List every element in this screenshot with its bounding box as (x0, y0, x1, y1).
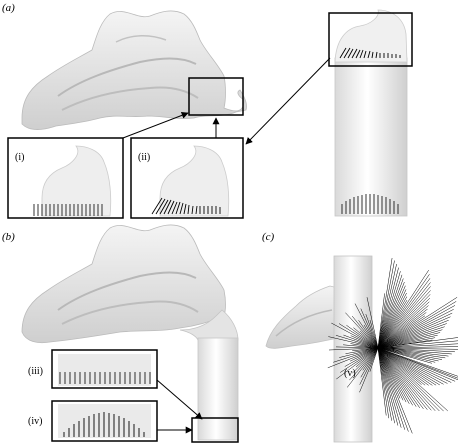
region-box-tube-a (328, 12, 413, 67)
inset-i: (i) (7, 137, 124, 219)
panel-label-a: (a) (2, 2, 15, 14)
arrow-inset-iii-to-tube (156, 379, 203, 420)
tube-top-vectors-a (339, 47, 401, 59)
velocity-vectors-parabolic (63, 412, 145, 437)
velocity-vectors-plug (59, 372, 151, 384)
velocity-vectors-skewed (151, 197, 221, 215)
jet-streamlines (327, 257, 459, 434)
arrow-inset-i-to-model (122, 111, 189, 139)
inset-label-iii: (iii) (28, 366, 43, 377)
inset-ii: (ii) (130, 137, 244, 219)
inset-iii: (iii) (28, 349, 158, 389)
tube-inlet-vectors-a (341, 194, 399, 214)
inset-label-i: (i) (15, 152, 24, 163)
inset-iv: (iv) (28, 400, 158, 442)
nasal-cavity-model-a (21, 10, 247, 130)
arrow-tube-to-inset-ii (245, 57, 331, 145)
tube-model-a (334, 9, 408, 217)
panel-label-c: (c) (262, 231, 275, 243)
nasal-cavity-model-b (21, 224, 239, 441)
velocity-vectors-uniform (33, 204, 103, 216)
panel-label-b: (b) (2, 231, 15, 243)
inset-label-iv: (iv) (28, 416, 42, 427)
inset-label-v: (v) (344, 368, 356, 379)
inset-label-ii: (ii) (138, 152, 150, 163)
region-box-a (188, 77, 244, 116)
